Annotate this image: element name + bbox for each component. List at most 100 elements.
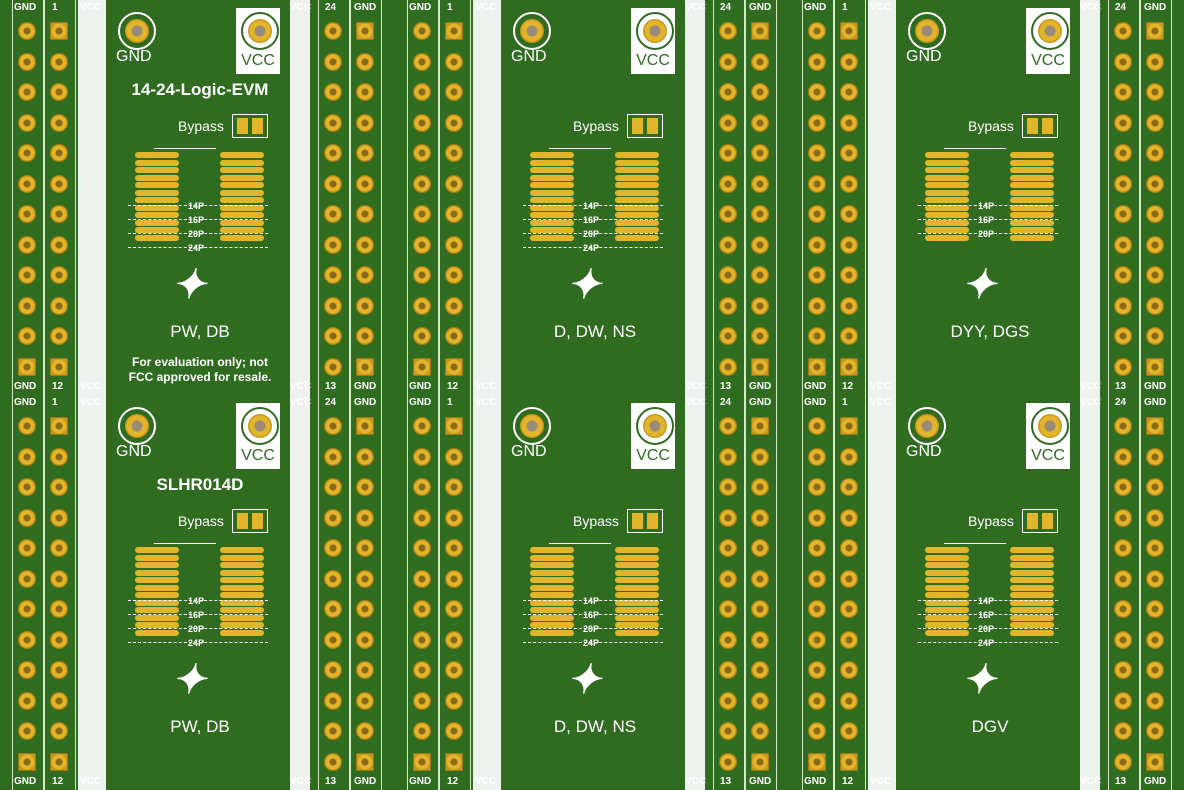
gnd-strip [407,395,439,790]
header-pad [18,52,36,71]
pin-label: VCC [290,381,312,392]
vcc-pad [643,19,667,43]
header-pad [356,630,374,649]
header-pad [719,357,737,376]
gnd-ring [513,12,551,50]
header-pad [1146,722,1164,740]
footprint-silk [944,148,1006,149]
header-pad [1114,327,1132,345]
pin-label: 24 [1115,2,1127,13]
gnd-strip-right [745,395,777,790]
header-pad [413,539,431,557]
footprint-pad [1010,167,1054,173]
header-pad [413,83,431,101]
gnd-ring [118,407,156,445]
board-slot [1080,395,1100,790]
footprint-pad [220,204,264,211]
footprint-pad [1010,182,1054,188]
header-pad [18,174,36,193]
header-pad [840,357,858,376]
footprint-pad [135,569,179,576]
header-pad [356,417,374,435]
footprint-outline [128,219,268,220]
ti-logo-icon: ✦ [567,263,601,307]
pin-label: VCC [475,397,497,408]
header-pad [840,478,858,496]
pin-label: VCC [475,381,497,392]
pin-label: GND [749,397,772,408]
header-pad [1146,478,1164,496]
header-pad [719,752,737,771]
footprint-pad [615,592,659,598]
footprint-pad [615,227,659,233]
bypass-cap-pads [627,114,663,138]
header-pad [324,296,342,315]
header-pad [751,357,769,376]
board-slot [290,0,310,395]
gnd-ring [513,407,551,445]
header-pad [18,478,36,496]
footprint-pad [925,607,969,613]
header-pad [413,266,431,284]
footprint-label: 20P [188,229,205,239]
ti-logo-icon: ✦ [567,658,601,702]
footprint-pad [1010,629,1054,636]
footprint-pad [615,219,659,226]
header-pad [840,691,858,710]
header-pad [18,113,36,132]
pin-label: GND [409,397,432,408]
header-pad [413,296,431,315]
header-pad [356,600,374,618]
vcc-pad [1038,19,1062,43]
header-pad [324,752,342,771]
pin-label: 24 [720,397,732,408]
pin-strip-left [44,395,76,790]
vcc-text: VCC [1031,52,1065,69]
footprint-pad [1010,204,1054,211]
footprint-pad [615,182,659,188]
footprint-pad [925,167,969,173]
header-pad [751,113,769,132]
header-pad [1114,266,1132,284]
pin-label: GND [1144,2,1167,13]
gnd-strip-right [350,395,382,790]
footprint-pad [220,227,264,233]
footprint-label: 16P [583,215,600,225]
header-pad [324,508,342,527]
header-pad [445,417,463,435]
footprint-label: 24P [583,243,600,253]
header-pad [1146,539,1164,557]
header-pad [1146,174,1164,193]
footprint-pad [220,197,264,203]
pin-label: VCC [80,397,102,408]
header-pad [840,22,858,40]
footprint-outline [523,233,663,234]
footprint-label: 14P [583,201,600,211]
board-slot [473,0,501,395]
footprint-pad [530,599,574,606]
header-pad [356,447,374,466]
footprint-pad [220,189,264,196]
gnd-strip-right [745,0,777,395]
footprint-pad [220,554,264,561]
header-pad [445,539,463,557]
ti-logo-icon: ✦ [962,263,996,307]
pin-label: GND [14,776,37,787]
header-pad [751,266,769,284]
header-pad [413,357,431,376]
header-pad [840,144,858,162]
footprint-label: 14P [188,201,205,211]
vcc-ring [241,12,279,50]
footprint-pad [925,189,969,196]
footprint-silk [154,148,216,149]
package-label: D, DW, NS [553,717,637,736]
footprint-pad [615,554,659,561]
vcc-ring [241,407,279,445]
footprint-pad [135,584,179,591]
vcc-pad [248,414,272,438]
pin-strip-left [439,395,471,790]
header-pad [719,296,737,315]
pin-label: VCC [80,381,102,392]
header-pad [18,661,36,679]
footprint-pad [925,197,969,203]
